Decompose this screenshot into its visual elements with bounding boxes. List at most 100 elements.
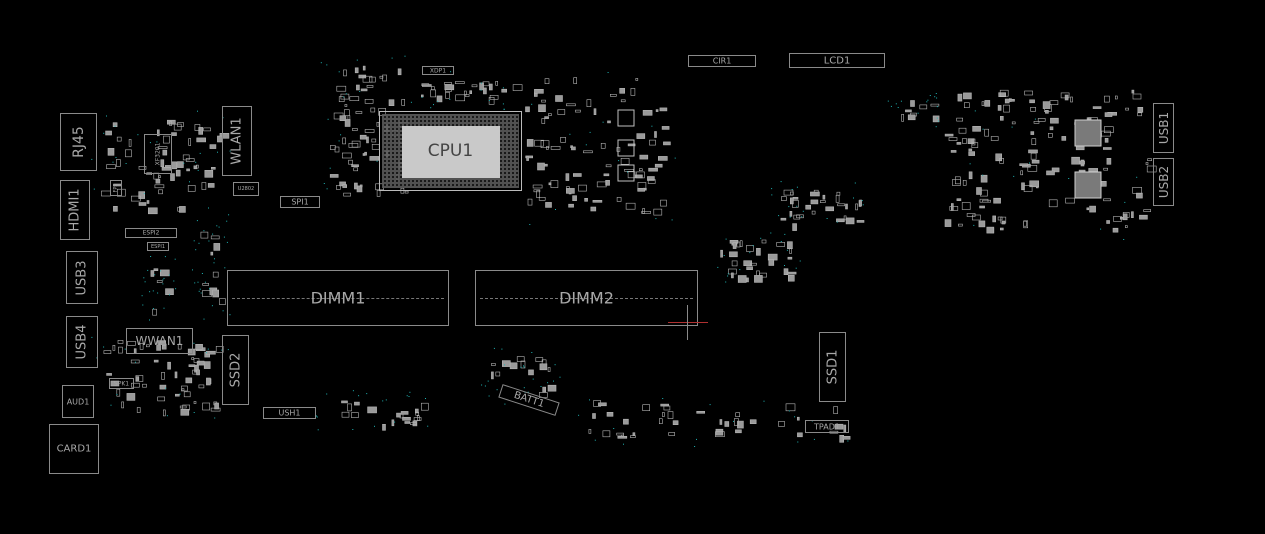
smd-part (181, 388, 185, 392)
smd-part (1125, 225, 1128, 228)
smd-part (358, 74, 367, 79)
spk-connector[interactable]: SPK1 (109, 378, 134, 389)
via-dot (770, 232, 772, 234)
xdp-connector[interactable]: XDP1 (422, 66, 454, 75)
fp2-chip[interactable]: FP2 (110, 180, 122, 196)
via-dot (199, 152, 201, 154)
via-dot (524, 391, 526, 393)
via-dot (982, 174, 984, 176)
smd-part (573, 77, 578, 84)
via-dot (408, 396, 410, 397)
smd-part (157, 396, 165, 402)
espi2-header[interactable]: ESPI2 (125, 228, 177, 238)
ssd2-slot[interactable]: SSD2 (222, 335, 249, 405)
smd-part (627, 171, 636, 179)
smd-part (415, 411, 419, 416)
smd-part (341, 400, 348, 404)
smd-part (538, 197, 546, 201)
smd-part (160, 269, 170, 277)
smd-part (550, 146, 561, 150)
smd-part (142, 383, 147, 388)
smd-part (138, 202, 147, 206)
smd-part (213, 243, 221, 251)
ssd1-slot[interactable]: SSD1 (819, 332, 846, 402)
u2802-chip[interactable]: U2802 (233, 182, 259, 196)
smd-part (950, 150, 957, 153)
smd-part (999, 116, 1004, 121)
smd-part (343, 192, 351, 197)
smd-part (609, 94, 617, 97)
usb3-connector[interactable]: USB3 (66, 251, 98, 304)
via-dot (585, 144, 587, 146)
smd-part (642, 110, 653, 116)
usb1-connector[interactable]: USB1 (1153, 103, 1174, 153)
smd-part (781, 196, 787, 201)
via-dot (862, 204, 864, 206)
via-dot (651, 125, 653, 127)
aud-label: AUD1 (66, 397, 90, 406)
lcd-connector[interactable]: LCD1 (789, 53, 885, 68)
via-dot (103, 346, 105, 348)
smd-part (163, 135, 170, 144)
smd-part (630, 88, 636, 96)
usb4-connector[interactable]: USB4 (66, 316, 98, 368)
via-dot (157, 292, 159, 294)
via-dot (359, 91, 361, 92)
cpu-socket[interactable]: CPU1 (379, 111, 522, 191)
card-reader[interactable]: CARD1 (49, 424, 99, 474)
smd-part (842, 435, 851, 440)
smd-part (620, 99, 626, 103)
cir-connector[interactable]: CIR1 (688, 55, 756, 67)
smd-part (672, 420, 679, 426)
smd-part (999, 158, 1004, 164)
via-dot (203, 230, 205, 232)
rj45-connector[interactable]: RJ45 (60, 113, 97, 171)
wlan-slot[interactable]: WLAN1 (222, 106, 252, 176)
wwan-slot[interactable]: WWAN1 (126, 328, 193, 354)
smd-part (445, 89, 452, 92)
via-dot (141, 295, 143, 297)
smd-part (444, 84, 455, 91)
smd-part (139, 342, 144, 350)
smd-part (329, 174, 339, 178)
smd-part (131, 195, 141, 202)
smd-part (362, 65, 366, 71)
smd-part (930, 103, 940, 107)
via-dot (340, 134, 342, 136)
espi1-header[interactable]: ESPI1 (147, 242, 169, 251)
via-dot (529, 224, 531, 225)
tpad-connector[interactable]: TPAD1 (805, 420, 849, 433)
via-dot (861, 200, 863, 202)
via-dot (394, 421, 396, 423)
via-dot (352, 429, 354, 430)
smd-part (195, 343, 203, 350)
usb2-connector[interactable]: USB2 (1153, 158, 1174, 206)
dimm2-slot[interactable]: DIMM2 (475, 270, 698, 326)
smd-part (121, 401, 124, 409)
via-dot (739, 269, 741, 271)
smd-part (469, 90, 473, 94)
aud-connector[interactable]: AUD1 (62, 385, 94, 418)
smd-part (647, 176, 655, 181)
via-dot (694, 446, 696, 447)
smd-part (420, 402, 429, 411)
ush-connector[interactable]: USH1 (263, 407, 316, 419)
via-dot (166, 415, 168, 417)
hdmi-connector[interactable]: HDMI1 (60, 180, 90, 240)
smd-part (359, 134, 367, 140)
smd-part (538, 392, 548, 398)
via-dot (137, 134, 139, 136)
smd-part (347, 403, 352, 412)
xf3201-chip[interactable]: XF3201 (144, 134, 172, 174)
smd-part (956, 142, 962, 145)
via-dot (316, 415, 317, 417)
smd-part (404, 190, 409, 194)
spi-header[interactable]: SPI1 (280, 196, 320, 208)
dimm1-slot[interactable]: DIMM1 (227, 270, 449, 326)
smd-part (170, 173, 175, 181)
via-dot (1013, 175, 1015, 177)
via-dot (226, 220, 228, 222)
via-dot (836, 221, 838, 223)
